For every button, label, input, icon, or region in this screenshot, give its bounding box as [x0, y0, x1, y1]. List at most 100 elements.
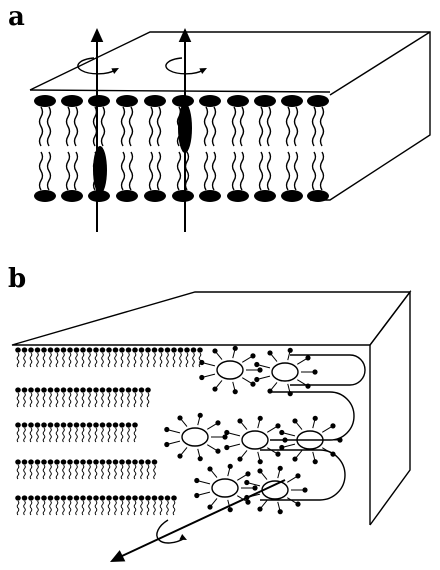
lipid-tail: [147, 393, 149, 407]
lipid-tail: [43, 428, 45, 442]
lipid-head: [145, 347, 151, 352]
lipid-head-top: [61, 95, 83, 107]
lipid-head-bottom: [307, 190, 329, 202]
lipid-head: [35, 422, 41, 427]
lipid-tail: [102, 501, 104, 515]
lipid-head: [126, 459, 132, 464]
lipid-tail: [160, 353, 162, 367]
lipid-tail: [89, 465, 91, 479]
lipid-head: [145, 495, 151, 500]
lipid-tail: [76, 501, 78, 515]
lipid-head: [152, 495, 158, 500]
lipid-head: [74, 422, 80, 427]
lipid-head: [41, 422, 47, 427]
lipid-head-top: [88, 95, 110, 107]
lipid-head: [87, 422, 93, 427]
lipid-tail: [50, 353, 52, 367]
micelle-head: [199, 375, 204, 380]
micelle-head: [199, 360, 204, 365]
lipid-tail: [30, 501, 32, 515]
micelle-head: [313, 416, 318, 421]
micelle-head: [237, 456, 242, 461]
lipid-head: [132, 422, 138, 427]
micelle-head: [305, 384, 310, 389]
tube-3: [260, 450, 345, 500]
lipid-tail: [24, 501, 26, 515]
lipid-tail-bottom: [268, 152, 271, 190]
lipid-head: [61, 422, 67, 427]
micelle-head: [215, 449, 220, 454]
lipid-head: [61, 495, 67, 500]
lipid-tail-bottom: [122, 152, 125, 190]
lipid-tail-top: [48, 107, 51, 146]
lipid-head: [22, 459, 28, 464]
micelle-head: [312, 369, 317, 374]
micelle-head: [194, 478, 199, 483]
lipid-tail: [69, 465, 71, 479]
lipid-head: [191, 347, 197, 352]
lipid-head: [197, 347, 203, 352]
lipid-tail: [121, 501, 123, 515]
lipid-head: [158, 495, 164, 500]
micelle-head: [212, 348, 217, 353]
micelle-head: [292, 456, 297, 461]
lipid-head-bottom: [116, 190, 138, 202]
lipid-head-bottom: [199, 190, 221, 202]
lipid-head: [22, 347, 28, 352]
micelle-head: [295, 473, 300, 478]
lipid-head: [106, 459, 112, 464]
lipid-tail-bottom: [205, 152, 208, 190]
lipid-tail-top: [295, 107, 298, 146]
lipid-head: [41, 495, 47, 500]
lipid-tail: [82, 428, 84, 442]
lipid-tail: [63, 353, 65, 367]
micelle-head: [207, 466, 212, 471]
lipid-head: [139, 459, 145, 464]
lipid-head: [35, 387, 41, 392]
lipid-head: [80, 459, 86, 464]
lipid-head-top: [144, 95, 166, 107]
axis-arrow-1: [91, 28, 104, 42]
micelle-head: [257, 367, 262, 372]
micelle-group-b: [164, 346, 342, 515]
lipid-head: [158, 347, 164, 352]
lipid-head: [41, 459, 47, 464]
lipid-tail-bottom: [67, 152, 70, 190]
lipid-tail: [76, 428, 78, 442]
lipid-tail: [141, 501, 143, 515]
lipid-tail: [102, 393, 104, 407]
lipid-tail: [63, 393, 65, 407]
lipid-head: [15, 387, 21, 392]
lipid-tail-top: [268, 107, 271, 146]
lipid-tail: [160, 501, 162, 515]
lipid-head: [132, 495, 138, 500]
lipid-head: [61, 459, 67, 464]
lipid-tail-bottom: [75, 152, 78, 190]
lipid-head: [15, 422, 21, 427]
lipid-tail: [115, 393, 117, 407]
lipid-tail: [167, 501, 169, 515]
lipid-head-top: [254, 95, 276, 107]
lipid-head: [119, 422, 125, 427]
lipid-tail: [134, 353, 136, 367]
lipid-tail: [108, 465, 110, 479]
micelle-head: [164, 427, 169, 432]
micelle-head: [233, 346, 238, 351]
lipid-head: [113, 422, 119, 427]
lipid-head: [80, 495, 86, 500]
lipid-tail: [173, 353, 175, 367]
lipid-tail-bottom: [233, 152, 236, 190]
lipid-tail: [95, 428, 97, 442]
micelle-head: [295, 502, 300, 507]
lipid-tail: [69, 428, 71, 442]
lipid-head: [74, 495, 80, 500]
lipid-head: [87, 495, 93, 500]
lipid-tail-bottom: [313, 152, 316, 190]
micelle-core: [272, 363, 298, 381]
micelle-head: [267, 388, 272, 393]
lipid-tail: [186, 353, 188, 367]
micelle-head: [250, 382, 255, 387]
lipid-tail: [17, 501, 19, 515]
lipid-tail: [43, 393, 45, 407]
